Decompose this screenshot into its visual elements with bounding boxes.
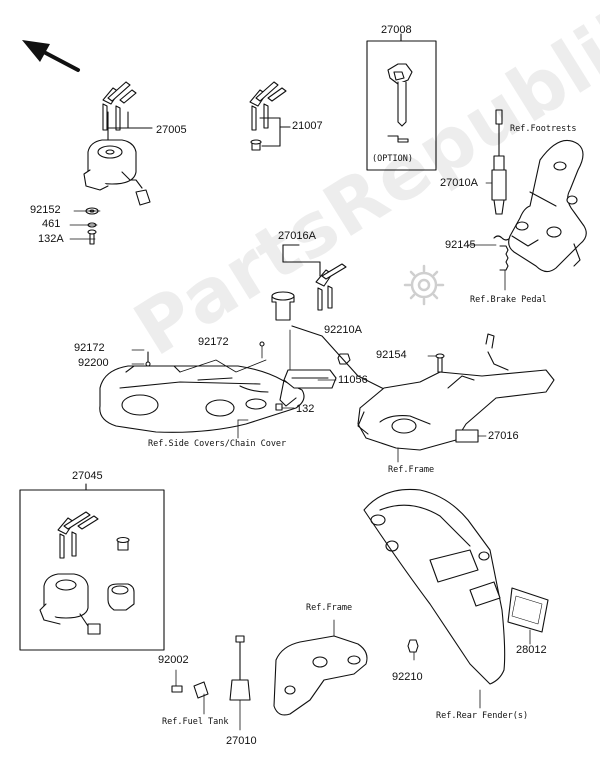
- side-cover: [99, 365, 305, 433]
- ref-rear-fender-label: Ref.Rear Fender(s): [436, 711, 529, 721]
- part-92172-mid-label: 92172: [198, 336, 229, 348]
- lower-frame-bracket: [171, 619, 368, 731]
- part-92172-left-label: 92172: [74, 342, 105, 354]
- part-92152-label: 92152: [30, 204, 61, 216]
- part-27008-label: 27008: [381, 24, 412, 36]
- ignition-switch-assembly: [69, 81, 153, 245]
- front-direction-arrow-icon: [22, 40, 80, 72]
- ref-fuel-tank-label: Ref.Fuel Tank: [162, 717, 229, 727]
- ref-brake-pedal-label: Ref.Brake Pedal: [470, 295, 547, 305]
- key-blank-set: [249, 81, 291, 151]
- lock-set-box: [19, 483, 165, 651]
- part-92154-label: 92154: [376, 349, 407, 361]
- ref-frame-bottom-label: Ref.Frame: [306, 603, 353, 613]
- part-92200-label: 92200: [78, 357, 109, 369]
- part-27045-label: 27045: [72, 470, 103, 482]
- part-92002-label: 92002: [158, 654, 189, 666]
- part-27010a-label: 27010A: [440, 177, 478, 189]
- part-27010-label: 27010: [226, 735, 257, 747]
- ref-footrests-label: Ref.Footrests: [510, 124, 577, 134]
- rear-frame: [357, 333, 555, 463]
- part-92210a-label: 92210A: [324, 324, 362, 336]
- option-label: (OPTION): [372, 154, 413, 164]
- part-27016-label: 27016: [488, 430, 519, 442]
- gear-icon: [403, 264, 445, 306]
- part-21007-label: 21007: [292, 120, 323, 132]
- part-132a-label: 132A: [38, 233, 64, 245]
- rear-fender: [363, 488, 549, 709]
- seat-lock-assembly: [271, 244, 347, 321]
- ref-frame-right-label: Ref.Frame: [388, 465, 435, 475]
- part-132-label: 132: [296, 403, 315, 415]
- seat-lock-bracket: [259, 329, 351, 411]
- part-27005-label: 27005: [156, 124, 187, 136]
- part-461-label: 461: [42, 218, 61, 230]
- part-28012-label: 28012: [516, 644, 547, 656]
- part-11056-label: 11056: [338, 374, 368, 386]
- footrest-bracket: [508, 139, 587, 273]
- brake-switch-and-spring: [467, 109, 511, 291]
- part-27016a-label: 27016A: [278, 230, 316, 242]
- option-key-box: [366, 33, 437, 171]
- part-92145-label: 92145: [445, 239, 476, 251]
- ref-side-covers-label: Ref.Side Covers/Chain Cover: [148, 439, 287, 449]
- part-92210-label: 92210: [392, 671, 423, 683]
